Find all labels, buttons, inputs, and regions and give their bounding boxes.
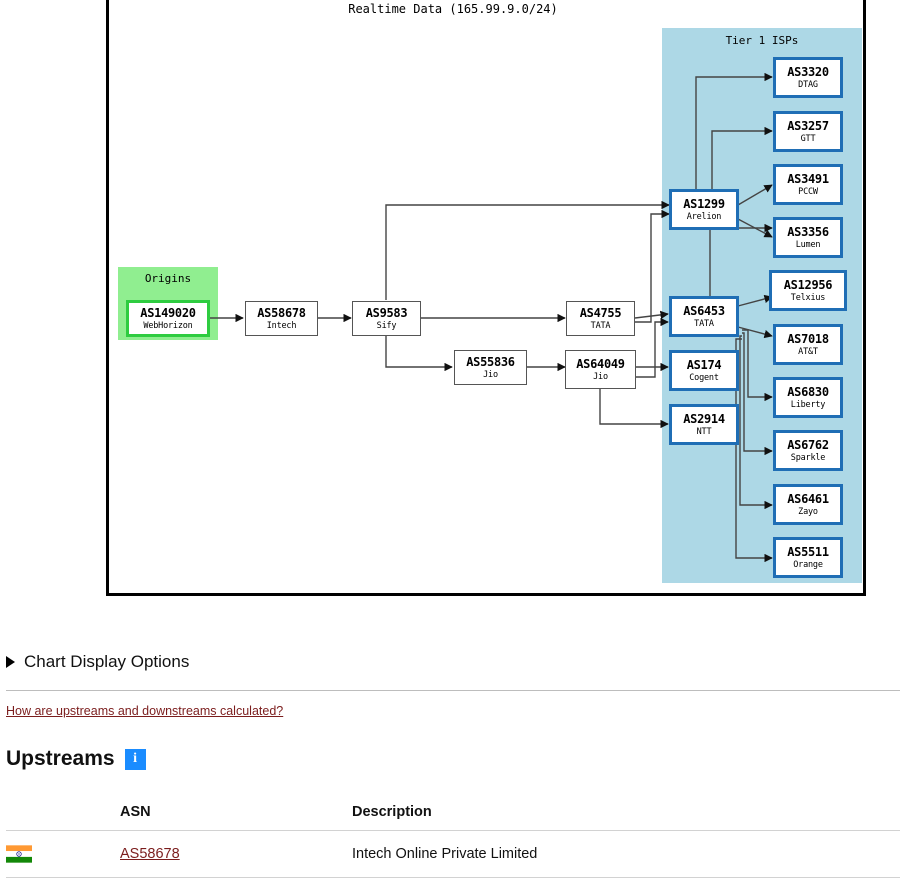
node-asn: AS6453 — [683, 303, 725, 318]
node-name: Jio — [593, 371, 608, 382]
node-asn: AS55836 — [466, 354, 515, 369]
column-header-asn: ASN — [120, 800, 352, 831]
node-asn: AS6830 — [787, 384, 829, 399]
graph-node-as12956[interactable]: AS12956 Telxius — [769, 270, 847, 311]
graph-node-as149020[interactable]: AS149020 WebHorizon — [126, 300, 210, 337]
chart-display-options-toggle[interactable]: Chart Display Options — [6, 652, 189, 672]
node-asn: AS3320 — [787, 64, 829, 79]
node-asn: AS2914 — [683, 411, 725, 426]
graph-node-as3356[interactable]: AS3356 Lumen — [773, 217, 843, 258]
table-header-row: ASN Description — [6, 800, 900, 831]
node-name: Arelion — [686, 211, 722, 222]
node-asn: AS6762 — [787, 437, 829, 452]
node-name: WebHorizon — [143, 320, 193, 331]
node-name: NTT — [696, 426, 712, 437]
node-asn: AS58678 — [257, 305, 306, 320]
graph-node-as3491[interactable]: AS3491 PCCW — [773, 164, 843, 205]
node-asn: AS4755 — [579, 305, 622, 320]
india-flag-icon — [6, 845, 32, 863]
info-icon[interactable]: i — [124, 748, 146, 770]
node-name: Cogent — [689, 372, 719, 383]
graph-node-as174[interactable]: AS174 Cogent — [669, 350, 739, 391]
node-asn: AS7018 — [787, 331, 829, 346]
chart-display-options-label: Chart Display Options — [24, 652, 190, 671]
upstream-asn-link[interactable]: AS58678 — [120, 846, 180, 862]
diagram-title: Realtime Data (165.99.9.0/24) — [348, 2, 558, 16]
cell-flag — [6, 830, 120, 878]
tier1-cluster-label: Tier 1 ISPs — [725, 34, 799, 47]
chevron-right-icon — [6, 656, 15, 668]
graph-node-as1299[interactable]: AS1299 Arelion — [669, 189, 739, 230]
graph-node-as9583[interactable]: AS9583 Sify — [352, 301, 421, 336]
node-name: Jio — [483, 369, 498, 380]
graph-node-as4755[interactable]: AS4755 TATA — [566, 301, 635, 336]
node-asn: AS149020 — [140, 305, 196, 320]
graph-node-as2914[interactable]: AS2914 NTT — [669, 404, 739, 445]
cell-description: Intech Online Private Limited — [352, 830, 900, 878]
node-name: PCCW — [798, 186, 818, 197]
node-name: Lumen — [795, 239, 821, 250]
node-asn: AS3491 — [787, 171, 829, 186]
upstreams-table: ASN Description AS58678 Int — [6, 800, 900, 878]
graph-node-as64049[interactable]: AS64049 Jio — [565, 350, 636, 389]
graph-node-as6830[interactable]: AS6830 Liberty — [773, 377, 843, 418]
graph-node-as55836[interactable]: AS55836 Jio — [454, 350, 527, 385]
graph-node-as7018[interactable]: AS7018 AT&T — [773, 324, 843, 365]
graph-node-as3257[interactable]: AS3257 GTT — [773, 111, 843, 152]
origins-cluster-label: Origins — [144, 272, 192, 285]
upstreams-heading-row: Upstreams i — [6, 747, 146, 771]
graph-node-as3320[interactable]: AS3320 DTAG — [773, 57, 843, 98]
graph-node-as6453[interactable]: AS6453 TATA — [669, 296, 739, 337]
graph-node-as6762[interactable]: AS6762 Sparkle — [773, 430, 843, 471]
node-name: AT&T — [798, 346, 818, 357]
graph-node-as6461[interactable]: AS6461 Zayo — [773, 484, 843, 525]
node-name: Telxius — [790, 292, 826, 303]
cell-asn: AS58678 — [120, 830, 352, 878]
column-header-flag — [6, 800, 120, 831]
node-asn: AS3356 — [787, 224, 829, 239]
node-asn: AS3257 — [787, 118, 829, 133]
node-name: TATA — [590, 320, 611, 331]
column-header-description: Description — [352, 800, 900, 831]
graph-node-as58678[interactable]: AS58678 Intech — [245, 301, 318, 336]
node-name: Zayo — [798, 506, 818, 517]
node-asn: AS1299 — [683, 196, 725, 211]
graph-node-as5511[interactable]: AS5511 Orange — [773, 537, 843, 578]
page-title: Upstreams — [6, 747, 115, 770]
node-name: GTT — [800, 133, 816, 144]
table-row: AS58678 Intech Online Private Limited — [6, 830, 900, 878]
node-asn: AS12956 — [783, 277, 833, 292]
how-calculated-link[interactable]: How are upstreams and downstreams calcul… — [6, 704, 284, 718]
node-name: DTAG — [798, 79, 818, 90]
node-asn: AS174 — [686, 357, 722, 372]
section-divider — [6, 690, 900, 691]
node-name: Sify — [376, 320, 397, 331]
node-name: Sparkle — [790, 452, 826, 463]
node-name: TATA — [694, 318, 714, 329]
node-name: Liberty — [790, 399, 826, 410]
node-name: Orange — [793, 559, 823, 570]
node-name: Intech — [266, 320, 297, 331]
node-asn: AS9583 — [365, 305, 408, 320]
node-asn: AS6461 — [787, 491, 829, 506]
node-asn: AS64049 — [576, 356, 625, 371]
node-asn: AS5511 — [787, 544, 829, 559]
